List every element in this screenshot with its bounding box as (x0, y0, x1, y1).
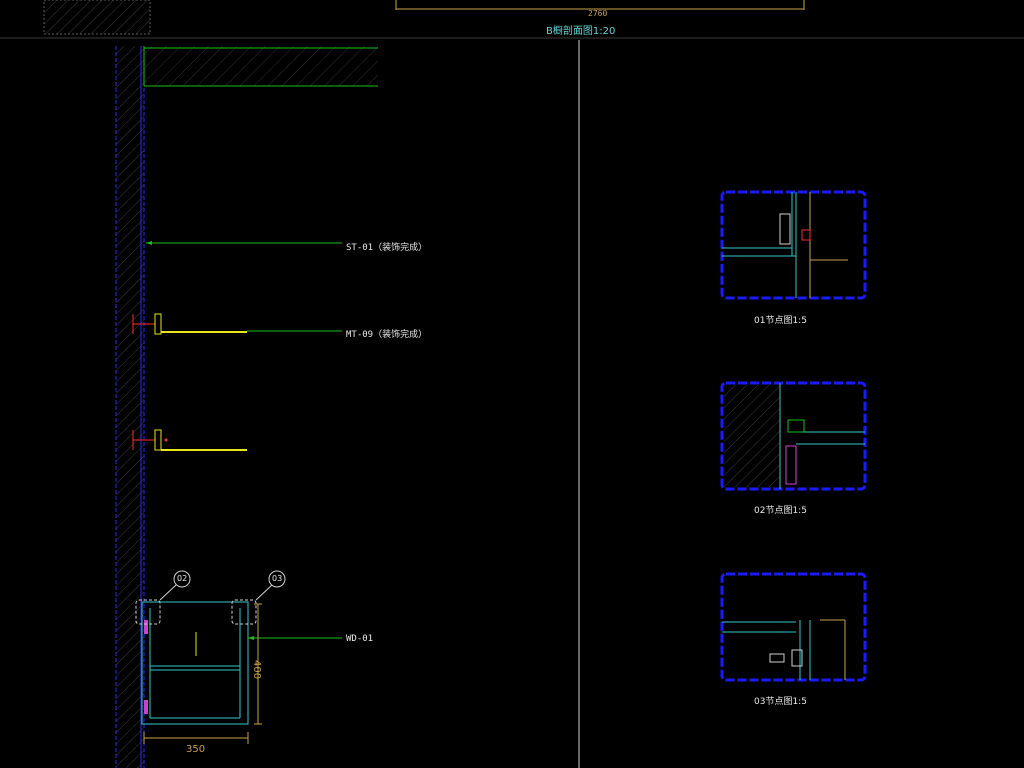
callout-wd01: WD-01 (346, 634, 374, 644)
height-dimension: 400 (251, 660, 262, 680)
section-title: B橱剖面图1:20 (546, 26, 616, 37)
cabinet-section (135, 570, 342, 725)
shelf-bracket-1 (132, 313, 342, 335)
detail-caption-03: 03节点图1:5 (754, 697, 807, 707)
width-dimension: 350 (186, 744, 206, 755)
callout-st01: ST-01（装饰完成） (346, 243, 428, 253)
bubble-02: 02 (177, 574, 188, 583)
detail-caption-02: 02节点图1:5 (754, 506, 807, 516)
top-section-strip (0, 0, 1024, 39)
detail-frame-03 (720, 572, 867, 682)
overall-dimension-label: 2760 (588, 9, 608, 18)
detail-frame-02 (720, 381, 867, 491)
leader-st01 (146, 241, 342, 245)
bubble-03: 03 (272, 574, 283, 583)
wall-section (115, 46, 378, 768)
callout-mt09: MT-09（装饰完成） (346, 330, 428, 340)
detail-frame-01 (720, 190, 867, 300)
detail-caption-01: 01节点图1:5 (754, 316, 807, 326)
shelf-bracket-2 (132, 429, 247, 451)
cabinet-dimensions (143, 603, 262, 744)
